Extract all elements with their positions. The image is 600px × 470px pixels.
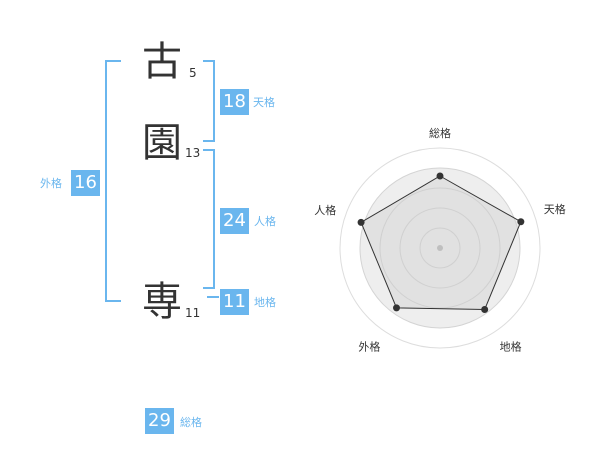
jinkaku-value: 24 xyxy=(220,208,249,234)
radar-point-3 xyxy=(481,305,489,313)
radar-point-4 xyxy=(393,304,401,312)
gaikaku-value: 16 xyxy=(71,170,100,196)
radar-grid-ring xyxy=(399,207,481,289)
tenkaku-value: 18 xyxy=(220,89,249,115)
name-char-2: 園 xyxy=(142,120,182,166)
radar-axis-label-2: 天格 xyxy=(544,202,566,216)
tenkaku-bracket xyxy=(203,60,215,142)
radar-axis-label-1: 総格 xyxy=(429,126,451,140)
radar-grid-ring xyxy=(419,227,461,269)
radar-grid-ring xyxy=(359,167,521,329)
chikaku-bracket xyxy=(207,296,219,298)
name-char-3: 専 xyxy=(142,279,182,325)
stroke-count-1: 5 xyxy=(189,66,197,80)
soukaku-value: 29 xyxy=(145,408,174,434)
jinkaku-label: 人格 xyxy=(254,215,276,228)
radar-axis-label-3: 地格 xyxy=(500,339,522,353)
radar-point-1 xyxy=(436,172,444,180)
tenkaku-label: 天格 xyxy=(253,96,275,109)
soukaku-label: 総格 xyxy=(180,416,202,429)
stroke-count-3: 11 xyxy=(185,306,201,320)
radar-center-dot xyxy=(437,245,443,251)
name-char-1: 古 xyxy=(142,39,182,85)
jinkaku-bracket xyxy=(203,149,215,289)
radar-axis-label-4: 外格 xyxy=(358,339,380,353)
gaikaku-bracket xyxy=(105,60,121,302)
gaikaku-label: 外格 xyxy=(40,177,62,190)
radar-point-5 xyxy=(357,218,365,226)
radar-axis-label-5: 人格 xyxy=(314,203,336,217)
radar-grid-ring xyxy=(379,187,501,309)
stroke-count-2: 13 xyxy=(185,146,201,160)
radar-data-polygon xyxy=(360,175,522,310)
chikaku-value: 11 xyxy=(220,289,249,315)
chikaku-label: 地格 xyxy=(254,296,276,309)
radar-point-2 xyxy=(517,218,525,226)
